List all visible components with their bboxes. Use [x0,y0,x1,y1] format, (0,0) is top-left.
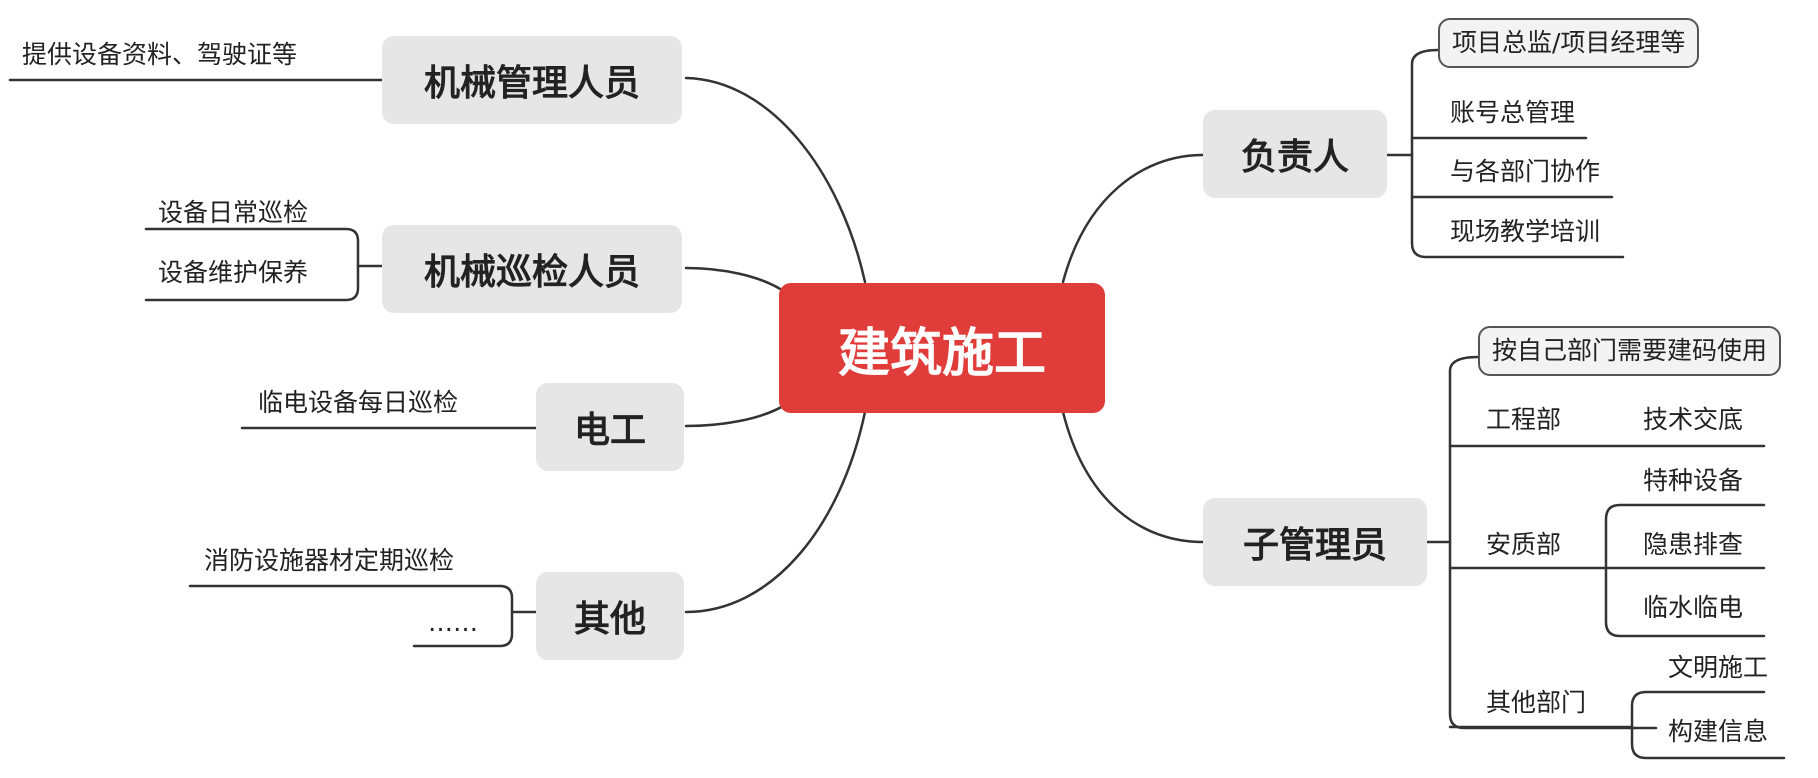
leaf-cooperate[interactable]: 与各部门协作 [1450,157,1601,186]
bracket-responsible [1410,48,1625,259]
branch-responsible[interactable]: 负责人 [1203,110,1387,198]
leaf-build-codes[interactable]: 按自己部门需要建码使用 [1478,326,1782,376]
link-center-responsible [1061,153,1205,284]
leaf-water-electric[interactable]: 临水临电 [1643,593,1744,622]
bracket-other [188,584,514,648]
bracket-mech-inspector [144,227,360,302]
leaf-training[interactable]: 现场教学培训 [1450,217,1601,246]
link-center-sub-admin [1061,410,1205,544]
leaf-maintenance[interactable]: 设备维护保养 [158,258,309,287]
branch-other[interactable]: 其他 [536,572,684,660]
bracket-safety [1604,503,1766,638]
dept-engineering[interactable]: 工程部 [1486,405,1562,434]
branch-sub-admin[interactable]: 子管理员 [1203,498,1427,586]
leaf-account-admin[interactable]: 账号总管理 [1450,98,1576,127]
dept-safety[interactable]: 安质部 [1486,530,1562,559]
branch-mechanic-manager[interactable]: 机械管理人员 [382,36,682,124]
leaf-tech-briefing[interactable]: 技术交底 [1643,405,1744,434]
leaf-daily-inspection[interactable]: 设备日常巡检 [158,198,309,227]
dept-other[interactable]: 其他部门 [1486,688,1587,717]
branch-electrician[interactable]: 电工 [536,383,684,471]
link-center-mechanic-manager [684,76,867,284]
branch-mechanic-inspector[interactable]: 机械巡检人员 [382,225,682,313]
link-center-electrician [684,403,787,428]
leaf-construction-info[interactable]: 构建信息 [1668,717,1769,746]
leaf-ellipsis[interactable]: …… [428,608,478,637]
leaf-hazard-check[interactable]: 隐患排查 [1643,530,1744,559]
leaf-civilized-construction[interactable]: 文明施工 [1668,653,1769,682]
leaf-provide-docs[interactable]: 提供设备资料、驾驶证等 [22,40,298,69]
leaf-special-equipment[interactable]: 特种设备 [1643,466,1744,495]
bracket-other-dept [1630,690,1786,760]
leaf-electric-inspection[interactable]: 临电设备每日巡检 [258,388,459,417]
center-node[interactable]: 建筑施工 [779,283,1105,413]
link-center-mechanic-inspector [684,266,787,294]
leaf-fire-inspection[interactable]: 消防设施器材定期巡检 [204,546,455,575]
link-center-other [684,410,867,614]
leaf-project-director[interactable]: 项目总监/项目经理等 [1438,18,1700,68]
